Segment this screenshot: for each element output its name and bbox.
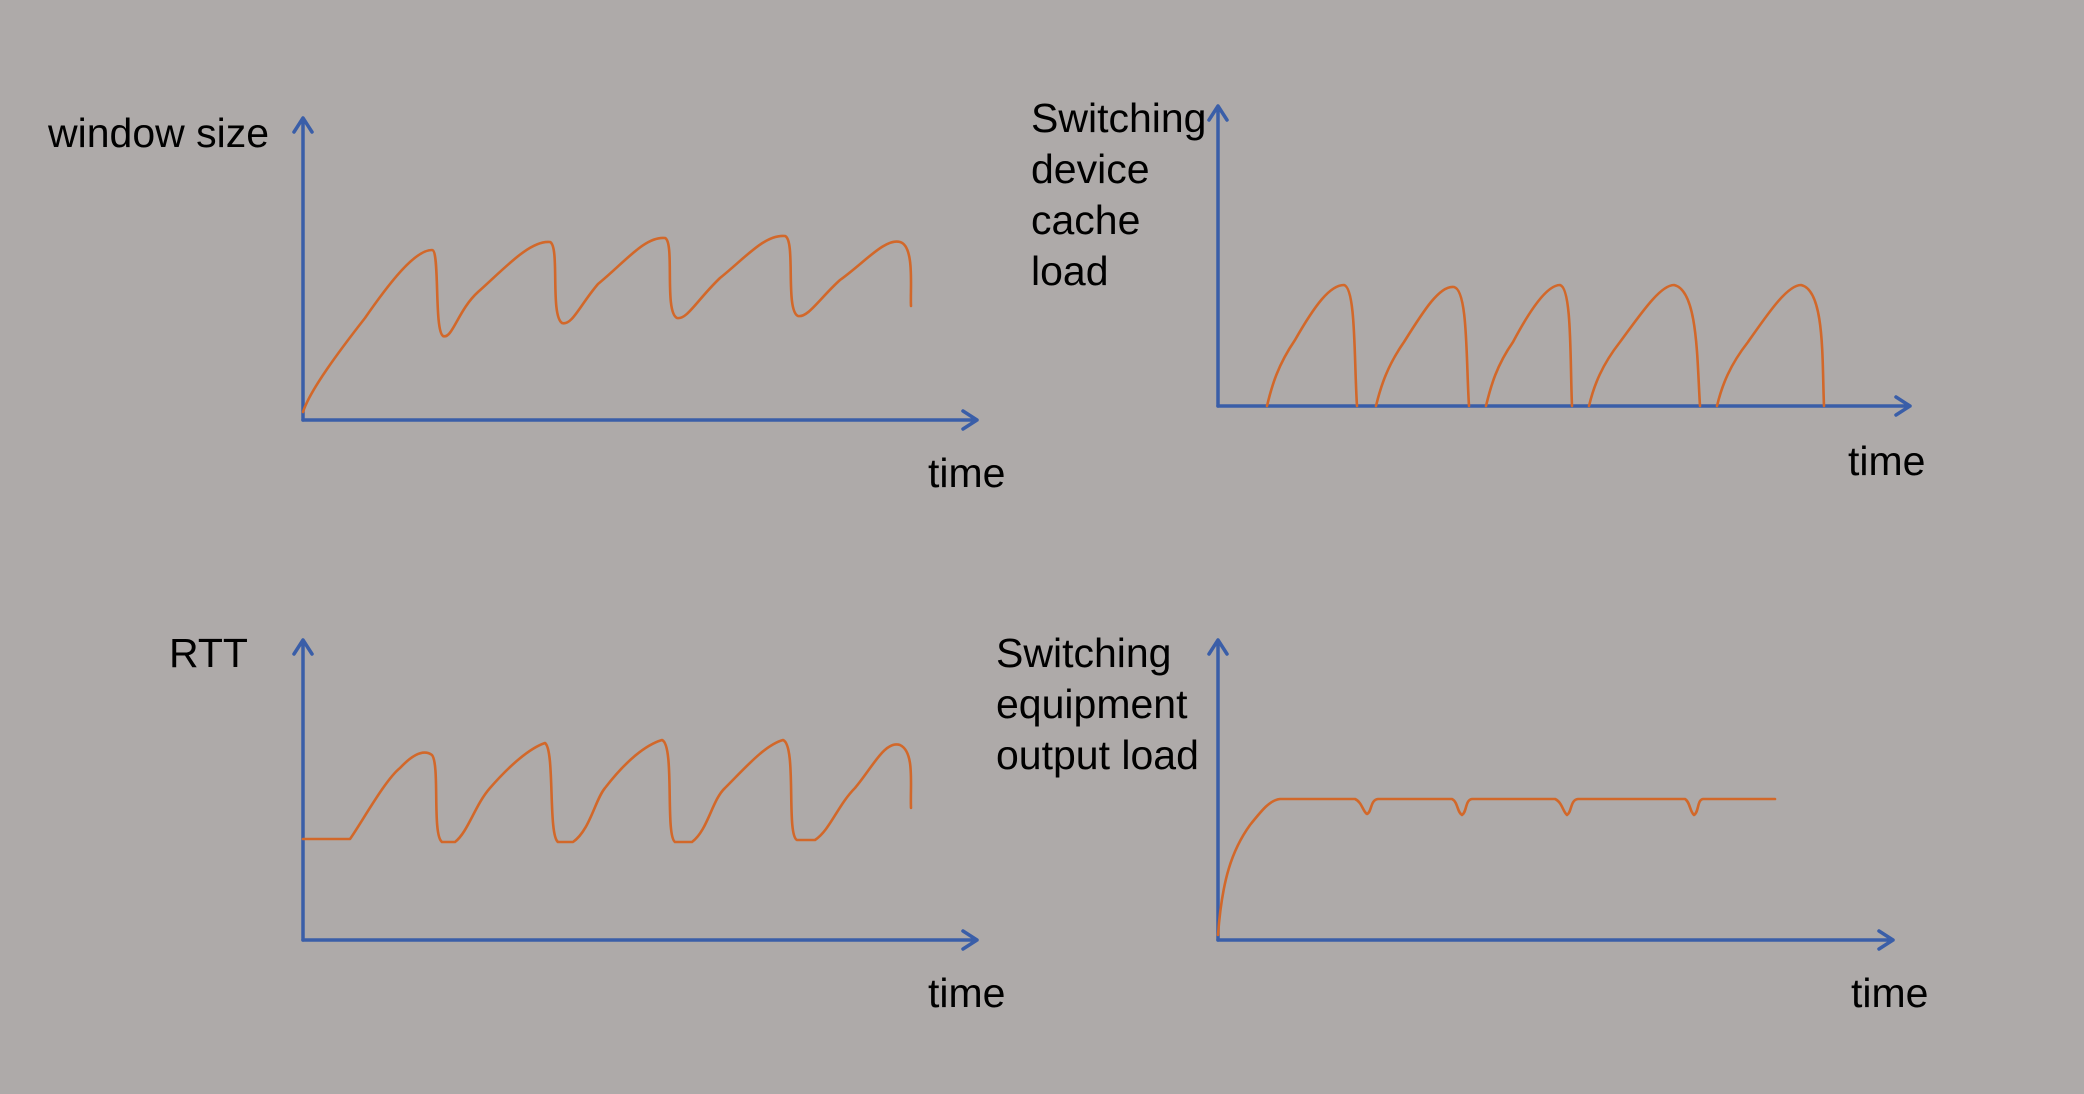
panel-cache-load xyxy=(1207,104,1912,417)
rtt-x-axis xyxy=(301,929,979,951)
rtt-curve xyxy=(301,738,913,844)
output-load-y-label: Switching equipment output load xyxy=(996,630,1199,778)
window-size-x-axis xyxy=(301,409,979,431)
window-size-curve xyxy=(301,234,913,414)
cache-load-y-axis xyxy=(1207,104,1229,408)
rtt-x-label: time xyxy=(928,970,1006,1016)
cache-load-x-label: time xyxy=(1848,438,1926,484)
cache-load-curve xyxy=(1265,283,1826,408)
panel-output-load xyxy=(1207,638,1895,951)
output-load-x-axis xyxy=(1216,929,1895,951)
window-size-x-label: time xyxy=(928,450,1006,496)
output-load-y-axis xyxy=(1207,638,1229,942)
cache-load-y-label: Switching device cache load xyxy=(1031,95,1207,294)
rtt-y-label: RTT xyxy=(169,630,248,676)
window-size-y-axis xyxy=(292,116,314,422)
output-load-curve xyxy=(1216,797,1777,937)
panel-window-size xyxy=(292,116,979,431)
panel-rtt xyxy=(292,638,979,951)
rtt-y-axis xyxy=(292,638,314,942)
cache-load-x-axis xyxy=(1216,395,1912,417)
window-size-y-label: window size xyxy=(48,110,270,156)
output-load-x-label: time xyxy=(1851,970,1929,1016)
